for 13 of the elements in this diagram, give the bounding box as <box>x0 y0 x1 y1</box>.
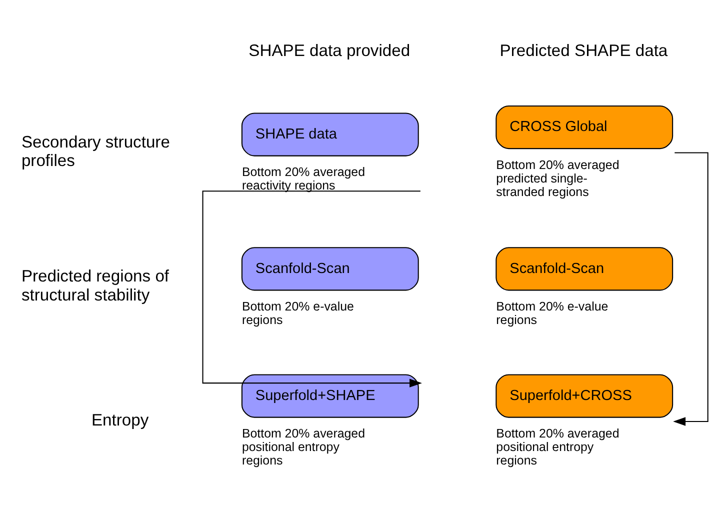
arrow <box>672 152 708 426</box>
label: Predicted SHAPE data <box>499 40 668 60</box>
arrow <box>202 190 422 387</box>
node-label: Bottom 20% averaged reactivity regions <box>241 164 365 192</box>
label: Predicted regions of structural stability <box>20 266 169 304</box>
node-label: Bottom 20% averaged positional entropy regions <box>241 426 365 468</box>
label: Secondary structure profiles <box>20 132 170 170</box>
node-label: Bottom 20% e-value regions <box>496 299 608 327</box>
label: Entropy <box>90 410 148 429</box>
node-label: Bottom 20% averaged positional entropy regions <box>496 426 619 468</box>
node-label: Bottom 20% averaged predicted single-stranded regions <box>496 157 619 198</box>
label: SHAPE data provided <box>248 40 410 60</box>
node-label: Bottom 20% e-value regions <box>241 299 354 327</box>
